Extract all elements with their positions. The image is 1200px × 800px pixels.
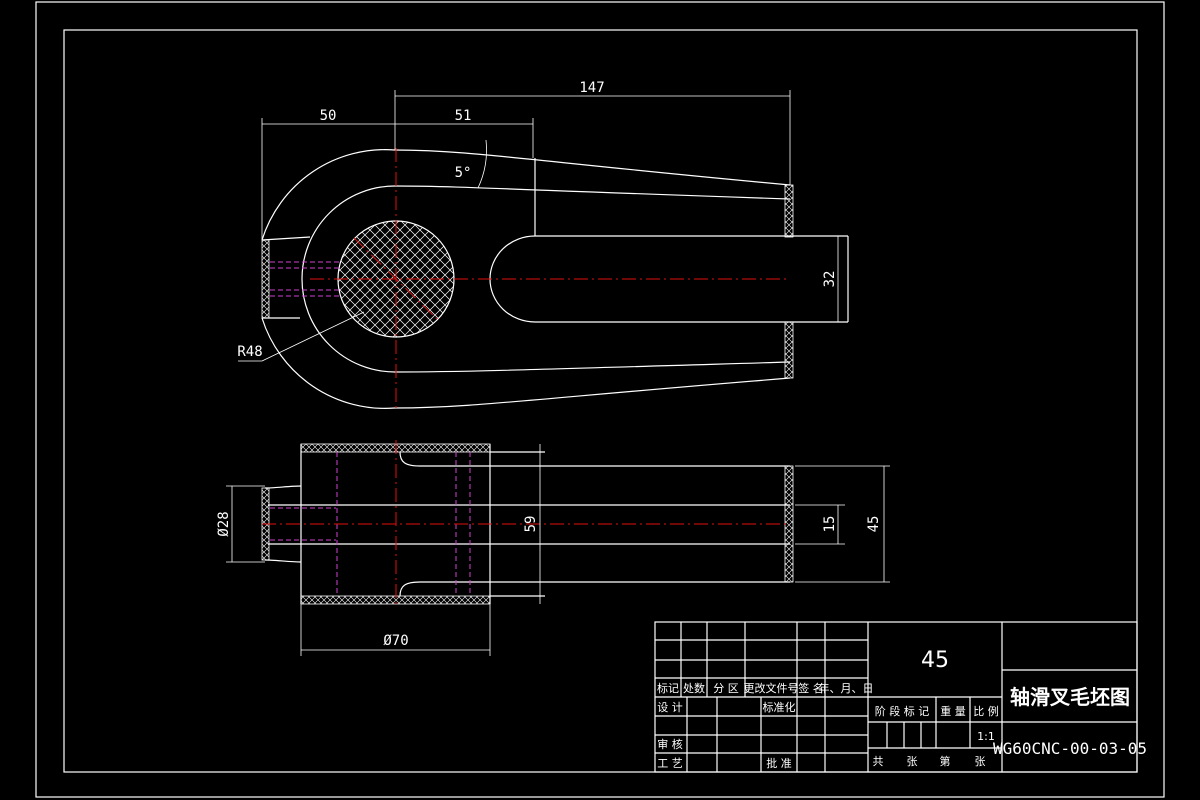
dim-51: 51 <box>455 108 472 124</box>
front-view <box>261 440 794 608</box>
top-view-dimensions <box>261 90 839 322</box>
rev-header-doc: 更改文件号 <box>744 681 799 695</box>
dim-45: 45 <box>866 516 882 533</box>
dimension-labels: 147 50 51 5° 32 R48 Ø28 59 15 45 Ø70 <box>216 80 882 649</box>
label-standardization: 标准化 <box>763 700 796 714</box>
label-approve: 批 准 <box>766 756 792 770</box>
material: 45 <box>921 648 949 673</box>
scale-value: 1:1 <box>977 730 995 743</box>
dim-15: 15 <box>822 516 838 533</box>
drawing-name: 轴滑叉毛坯图 <box>1010 685 1130 709</box>
top-view <box>238 148 849 412</box>
label-design: 设 计 <box>657 701 683 714</box>
rev-header-sign: 签 名 <box>798 681 824 695</box>
label-ratio: 比 例 <box>973 704 999 718</box>
drawing-number: WG60CNC-00-03-05 <box>993 739 1147 758</box>
label-sheet-2: 张 <box>975 755 986 768</box>
rev-header-mark: 标记 <box>657 681 679 695</box>
front-view-dimensions <box>226 444 890 656</box>
inner-frame <box>63 29 1138 773</box>
label-weight: 重 量 <box>940 704 966 718</box>
dim-angle-5: 5° <box>455 165 472 181</box>
dim-147: 147 <box>579 80 604 96</box>
dim-dia28: Ø28 <box>216 511 232 536</box>
dim-r48: R48 <box>237 344 262 360</box>
outer-frame <box>35 1 1165 798</box>
label-process: 工 艺 <box>657 757 683 770</box>
title-block-text: 标记 处数 分 区 更改文件号 签 名 年、月、日 设 计 标准化 审 核 工 … <box>657 648 1147 770</box>
title-block <box>654 621 1138 773</box>
dim-50: 50 <box>320 108 337 124</box>
label-sheet-1: 张 <box>907 755 918 768</box>
rev-header-count: 处数 <box>683 682 705 695</box>
rev-header-date: 年、月、日 <box>819 681 874 695</box>
dim-dia70: Ø70 <box>383 633 408 649</box>
dim-32: 32 <box>822 271 838 288</box>
dim-59: 59 <box>523 516 539 533</box>
label-stage-mark: 阶 段 标 记 <box>875 704 930 718</box>
label-total: 共 <box>873 755 884 768</box>
label-review: 审 核 <box>657 737 683 751</box>
rev-header-zone: 分 区 <box>713 682 739 695</box>
label-sheet-no: 第 <box>940 754 951 768</box>
